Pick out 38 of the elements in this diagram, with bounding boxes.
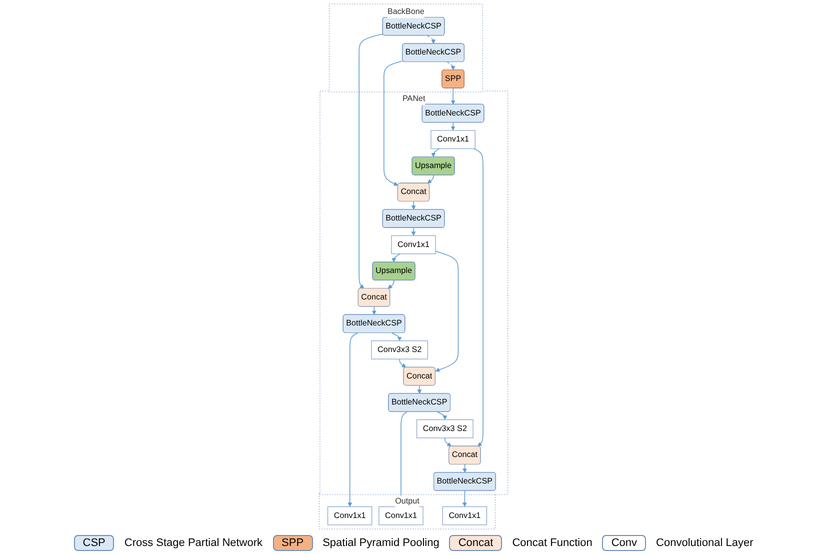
arrow bbox=[348, 332, 358, 507]
arrow bbox=[444, 438, 452, 446]
node-box: Conv3x3 S2 bbox=[371, 340, 428, 360]
arrow bbox=[450, 88, 456, 105]
arrow bbox=[411, 201, 416, 210]
legend-swatch: CSP bbox=[74, 535, 114, 551]
arrow bbox=[358, 34, 384, 289]
arrow bbox=[435, 250, 459, 372]
node-box: Conv1x1 bbox=[442, 506, 487, 526]
node-box: Conv1x1 bbox=[328, 506, 372, 526]
arrow bbox=[427, 174, 434, 184]
node-box: Conv3x3 S2 bbox=[416, 419, 474, 438]
arrow bbox=[392, 253, 400, 262]
legend-text: Concat Function bbox=[512, 537, 592, 549]
arrow bbox=[427, 35, 436, 44]
legend-swatch: Concat bbox=[449, 535, 502, 551]
node-box: Conv1x1 bbox=[391, 235, 436, 254]
legend-text: Cross Stage Partial Network bbox=[124, 537, 263, 549]
arrow bbox=[392, 332, 402, 342]
legend-text: Spatial Pyramid Pooling bbox=[322, 537, 440, 549]
node-box: Conv1x1 bbox=[430, 130, 476, 149]
legend-swatch: SPP bbox=[272, 535, 313, 551]
arrow bbox=[411, 227, 416, 236]
node-box: Conv1x1 bbox=[378, 506, 424, 526]
arrow bbox=[384, 60, 404, 186]
arrow bbox=[450, 122, 456, 131]
arrow bbox=[417, 385, 422, 394]
arrow bbox=[399, 358, 406, 368]
arrow bbox=[436, 412, 448, 420]
legend-text: Convolutional Layer bbox=[656, 537, 754, 549]
legend-swatch: Conv bbox=[602, 535, 646, 551]
arrow bbox=[372, 306, 376, 315]
arrow bbox=[446, 62, 456, 70]
arrow bbox=[388, 280, 394, 289]
arrow bbox=[473, 148, 484, 446]
arrow bbox=[462, 490, 467, 507]
arrow bbox=[431, 148, 440, 158]
arrow bbox=[462, 464, 467, 473]
